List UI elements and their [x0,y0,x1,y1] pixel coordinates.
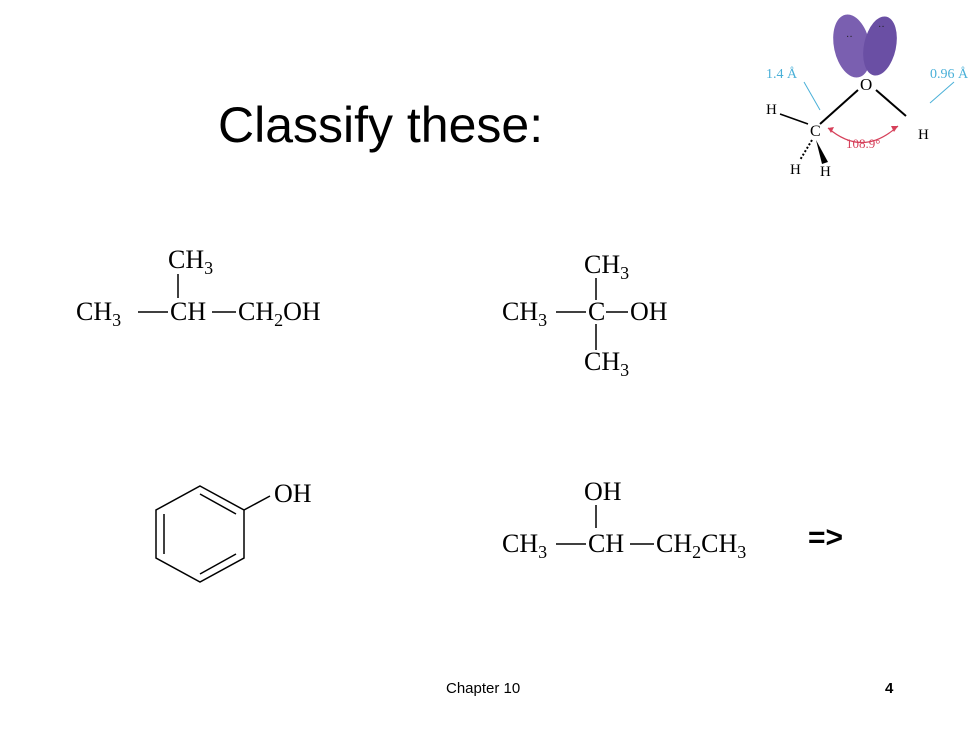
oxygen-atom: O [860,75,872,94]
s1-left-group: CH3 [76,297,121,330]
bond-angle-label: 108.9° [846,136,880,151]
s1-center-group: CH [170,297,206,326]
hydrogen-atom: H [790,162,801,178]
page-number: 4 [885,680,894,697]
s3-substituent: OH [274,479,312,508]
hydrogen-atom: H [918,127,929,143]
structure-2-butanol: OH CH3 CH CH2CH3 [502,477,746,562]
s2-center-group: C [588,297,605,326]
next-slide-arrow[interactable]: => [808,521,844,554]
s4-right-group: CH2CH3 [656,529,746,562]
bond-length-co-label: 1.4 Å [766,66,798,82]
methanol-geometry-figure: ·· ·· 1.4 Å 0.96 Å O C H H H H 108.9° [766,14,969,180]
s4-center-group: CH [588,529,624,558]
structure-phenol: OH [155,479,312,583]
s4-left-group: CH3 [502,529,547,562]
slide-title: Classify these: [218,97,544,153]
structure-isobutanol: CH3 CH3 CH CH2OH [76,245,321,330]
footer-chapter: Chapter 10 [446,680,521,697]
lone-pair-dots-left: ·· [846,32,853,43]
lone-pair-orbital-left [833,14,871,78]
s4-top-group: OH [584,477,622,506]
s2-left-group: CH3 [502,297,547,330]
hydrogen-atom: H [820,164,831,180]
s2-right-group: OH [630,297,668,326]
s1-top-group: CH3 [168,245,213,278]
structure-tert-butanol: CH3 CH3 C OH CH3 [502,250,668,380]
s2-top-group: CH3 [584,250,629,283]
carbon-atom: C [810,123,821,140]
lone-pair-dots-right: ·· [878,22,885,33]
lone-pair-orbital-right [863,16,897,76]
bond-length-oh-label: 0.96 Å [930,66,969,82]
s2-bottom-group: CH3 [584,347,629,380]
hydrogen-atom: H [766,102,777,118]
s1-right-group: CH2OH [238,297,321,330]
